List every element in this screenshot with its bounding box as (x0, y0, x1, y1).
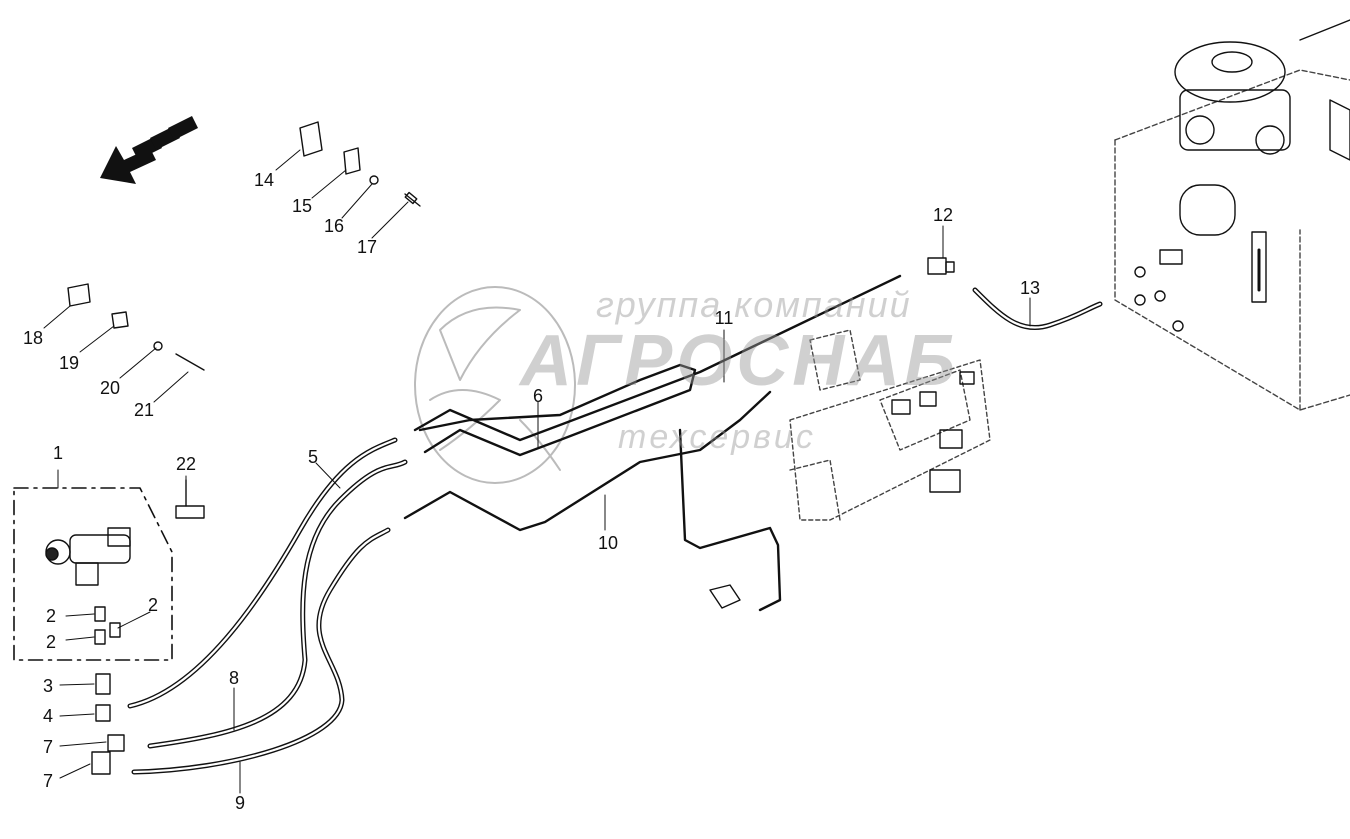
callout-16: 16 (323, 216, 345, 236)
leader-lines (43, 149, 1031, 794)
callout-9: 9 (234, 793, 246, 813)
callout-5: 5 (307, 447, 319, 467)
callout-20: 20 (99, 378, 121, 398)
callout-12: 12 (932, 205, 954, 225)
pipe-lower (678, 428, 782, 612)
callout-17: 17 (356, 237, 378, 257)
pipe-10 (403, 390, 772, 532)
tank-fittings (1134, 231, 1267, 332)
callout-14: 14 (253, 170, 275, 190)
valve-block (789, 329, 991, 521)
callout-22: 22 (175, 454, 197, 474)
hydraulic-tank (1114, 69, 1350, 411)
callout-7b: 7 (42, 771, 54, 791)
hose-5 (127, 437, 398, 709)
brake-valve (1174, 19, 1350, 236)
clamp-set-upper (299, 121, 421, 207)
callout-10: 10 (597, 533, 619, 553)
callout-3: 3 (42, 676, 54, 696)
fitting-22 (175, 479, 205, 519)
watermark-line-2: АГРОСНАБ (520, 321, 960, 401)
callout-18: 18 (22, 328, 44, 348)
callout-6: 6 (532, 386, 544, 406)
fittings (91, 606, 125, 775)
callout-8: 8 (228, 668, 240, 688)
callout-15: 15 (291, 196, 313, 216)
callout-21: 21 (133, 400, 155, 420)
callout-2b: 2 (45, 632, 57, 652)
watermark-emblem (414, 286, 576, 484)
callout-2a: 2 (45, 606, 57, 626)
hose-8 (147, 459, 408, 749)
assembly-box-outline (13, 487, 173, 661)
tee-valve (45, 527, 131, 586)
callout-4: 4 (42, 706, 54, 726)
pipe-6 (418, 363, 697, 457)
callout-19: 19 (58, 353, 80, 373)
callout-13: 13 (1019, 278, 1041, 298)
pipe-11 (413, 274, 902, 442)
direction-arrow-icon (100, 116, 198, 184)
callout-7a: 7 (42, 737, 54, 757)
clamp-set-lower (67, 283, 205, 371)
watermark-line-1: группа компаний (596, 284, 912, 325)
callout-1: 1 (52, 443, 64, 463)
callout-2c: 2 (147, 595, 159, 615)
valve-block-details (891, 371, 975, 493)
watermark-line-3: техсервис (618, 418, 816, 456)
elbow-fitting (709, 584, 741, 609)
fitting-12 (927, 257, 955, 275)
callout-11: 11 (714, 308, 734, 328)
